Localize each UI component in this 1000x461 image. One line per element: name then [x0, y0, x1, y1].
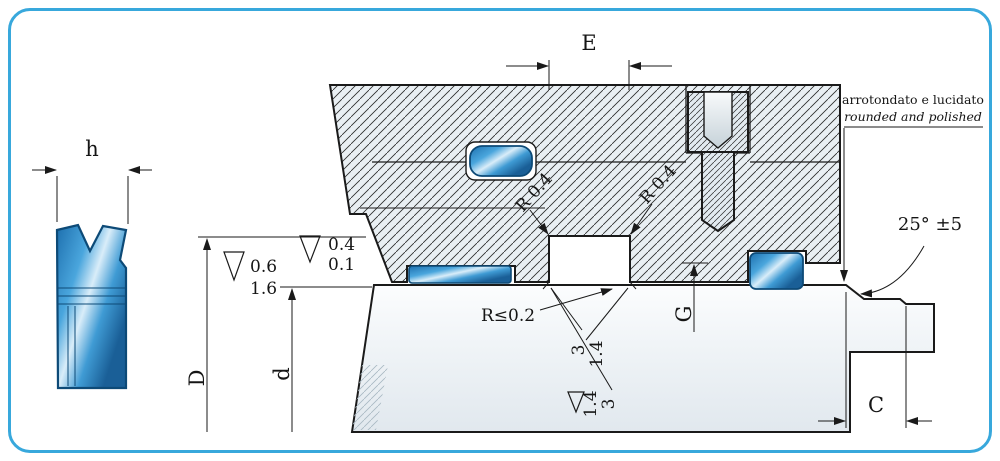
chamfer-lower-a-label: 1.4 [581, 390, 601, 417]
groove-corner-break-left [542, 281, 550, 290]
finish2-top-label: 0.6 [250, 257, 277, 277]
wear-ring-seal [408, 265, 512, 284]
angle-leader-arc [860, 245, 925, 298]
finish-symbol-2 [223, 251, 245, 282]
rod-body [350, 284, 935, 433]
dim-label-G: G [672, 306, 696, 323]
rod-break-hatch [352, 365, 388, 430]
rod-section [350, 284, 935, 433]
static-seal [469, 145, 533, 177]
dim-label-C: C [868, 393, 884, 417]
seal-cross-section-profile: h [32, 137, 152, 390]
r04-left-leader [529, 209, 549, 235]
chamfer-upper-a-label: 3 [569, 345, 589, 356]
chamfer-leader-3 [585, 287, 629, 341]
note-line1: arrotondato e lucidato [842, 92, 984, 107]
bolt-section [685, 85, 751, 233]
groove-corner-break-right [629, 281, 637, 290]
chamfer-upper-b-label: 1.4 [587, 340, 607, 367]
seals [408, 141, 804, 290]
dim-label-E: E [581, 31, 596, 55]
chamfer-lower-b-label: 3 [599, 399, 619, 410]
bolt-socket [703, 91, 733, 149]
r04-right-leader [630, 203, 653, 235]
rmax-leader [539, 288, 613, 311]
seal-profile-shape [55, 223, 128, 390]
finish-symbol-3 [567, 391, 585, 414]
angle-label: 25° ±5 [898, 214, 962, 235]
chamfer-leader-2 [550, 287, 613, 391]
finish2-bottom-label: 1.6 [250, 279, 277, 299]
bolt-shank [701, 151, 735, 233]
finish1-top-label: 0.4 [328, 235, 355, 255]
finish1-bottom-label: 0.1 [328, 255, 355, 275]
finish-symbol-1 [299, 235, 321, 264]
dimensions: E D d G C 25° ±5 R 0.4 R 0.4 R≤0.2 0.4 [185, 31, 984, 432]
rod-seal [749, 252, 804, 290]
chamfer-leader-1 [550, 287, 583, 331]
dim-label-D: D [185, 370, 209, 387]
note-line2: rounded and polished [844, 109, 982, 124]
dim-label-h: h [85, 137, 99, 161]
dim-label-d: d [270, 367, 294, 380]
rmax-label: R≤0.2 [481, 306, 535, 326]
